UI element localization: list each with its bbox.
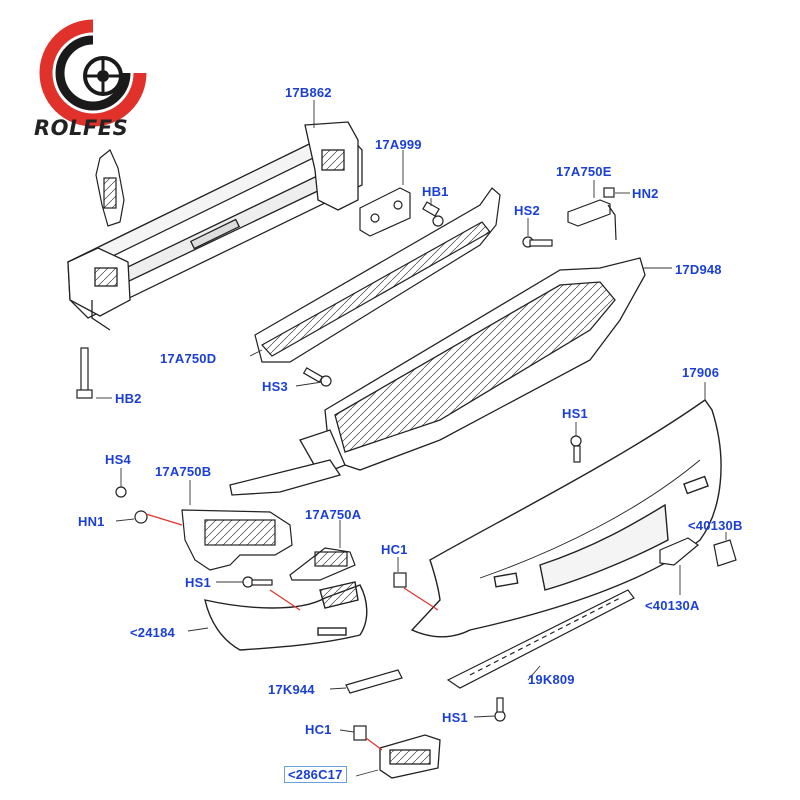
nut-hn2 [603,187,615,198]
label-hs2: HS2 [514,203,540,218]
nut-hs4 [115,486,127,498]
tow-eye-cover [379,734,441,779]
bolt-hb1 [422,201,444,227]
bolt-hs1-right [570,435,582,463]
leader-lines [96,100,727,777]
label-17k944: 17K944 [268,682,315,697]
label-40130a: <40130A [645,598,700,613]
bracket-17a750b [181,509,293,571]
reflector-40130a [659,537,699,566]
label-17a750a: 17A750A [305,507,362,522]
label-17a750d: 17A750D [160,351,217,366]
label-17a750b: 17A750B [155,464,212,479]
bolt-hs2 [522,236,553,248]
label-24184: <24184 [130,625,175,640]
label-17a999: 17A999 [375,137,422,152]
brand-name: ROLFES [34,116,129,140]
absorber-17a750d [254,187,501,363]
bolt-hs3 [302,367,332,387]
reinforcement-beam [67,121,363,331]
clip-hc1-lower [353,725,367,741]
label-17d948: 17D948 [675,262,722,277]
label-17b862: 17B862 [285,85,332,100]
moulding-17k944 [345,669,403,694]
label-40130b: <40130B [688,518,743,533]
reflector-40130b [713,539,737,567]
bolt-hb2 [76,347,93,399]
label-hs1-bottom: HS1 [442,710,468,725]
label-hs1-left: HS1 [185,575,211,590]
bracket-17a750a [289,547,356,581]
label-hb2: HB2 [115,391,142,406]
label-hs1-right: HS1 [562,406,588,421]
corner-cover-left [204,581,368,651]
bracket-17a999 [359,187,411,237]
bracket-17a750e [567,199,617,241]
label-hn1: HN1 [78,514,105,529]
label-hs4: HS4 [105,452,131,467]
label-hn2: HN2 [632,186,659,201]
clip-hc1-upper [393,572,407,588]
label-17906: 17906 [682,365,720,380]
label-hc1-lower: HC1 [305,722,332,737]
label-286c17: <286C17 [284,766,347,783]
lower-strip [446,589,635,689]
label-hc1-upper: HC1 [381,542,408,557]
side-bracket [95,149,125,227]
bolt-hs1-bottom [494,697,506,722]
label-17a750e: 17A750E [556,164,612,179]
bolt-hs1-left [242,576,273,588]
callout-lines [145,513,439,751]
bumper-cover [410,399,722,638]
tire-logo-icon [39,19,147,127]
nut-hn1 [134,510,148,524]
energy-absorber [229,257,646,496]
label-hs3: HS3 [262,379,288,394]
label-hb1: HB1 [422,184,449,199]
label-19k809: 19K809 [528,672,575,687]
